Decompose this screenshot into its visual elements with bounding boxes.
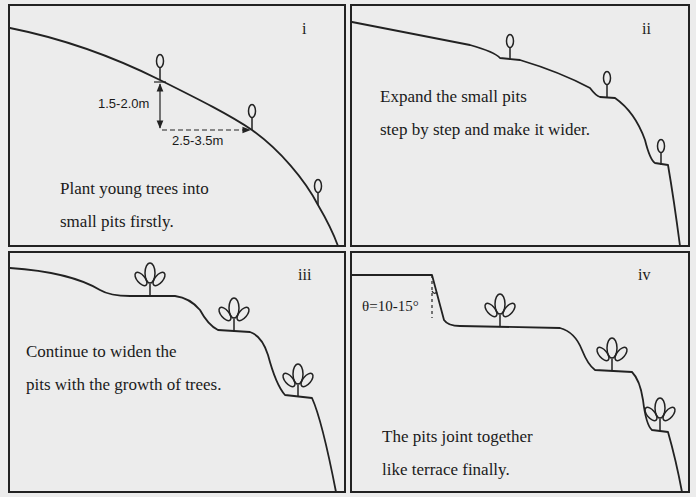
young-tree	[483, 294, 517, 327]
sapling	[249, 105, 256, 131]
panel-number: iv	[638, 266, 650, 284]
height-dimension	[159, 84, 160, 128]
slope-line	[352, 22, 680, 246]
dimension-label: 1.5-2.0m	[98, 97, 149, 111]
panel-number: i	[302, 20, 306, 38]
step-caption: The pits joint together like terrace fin…	[382, 420, 533, 486]
young-tree	[133, 263, 167, 296]
spacing-dimension	[162, 129, 250, 130]
sapling	[157, 55, 164, 81]
step-panel: iiExpand the small pits step by step and…	[350, 4, 690, 247]
dimension-tick	[154, 81, 166, 82]
step-panel: ivThe pits joint together like terrace f…	[350, 251, 690, 493]
step-caption: Expand the small pits step by step and m…	[380, 80, 590, 146]
sapling	[658, 140, 665, 166]
sapling	[604, 72, 611, 98]
dimension-label: 2.5-3.5m	[172, 134, 223, 148]
step-panel: iiiContinue to widen the pits with the g…	[8, 251, 346, 493]
terrace-line	[10, 268, 336, 492]
panel-number: ii	[642, 20, 651, 38]
panel-number: iii	[298, 266, 311, 284]
angle-arc	[432, 291, 437, 293]
sapling	[315, 180, 322, 206]
young-tree	[281, 364, 315, 397]
step-caption: Plant young trees into small pits firstl…	[60, 172, 209, 238]
sapling	[507, 35, 514, 61]
slope-line	[10, 28, 338, 246]
terrace-line	[352, 275, 682, 492]
young-tree	[643, 398, 677, 431]
young-tree	[595, 338, 629, 371]
step-caption: Continue to widen the pits with the grow…	[26, 335, 221, 401]
young-tree	[217, 298, 251, 331]
angle-label: θ=10-15°	[362, 298, 419, 315]
step-panel: iPlant young trees into small pits first…	[8, 4, 346, 247]
angle-reference	[431, 275, 432, 318]
